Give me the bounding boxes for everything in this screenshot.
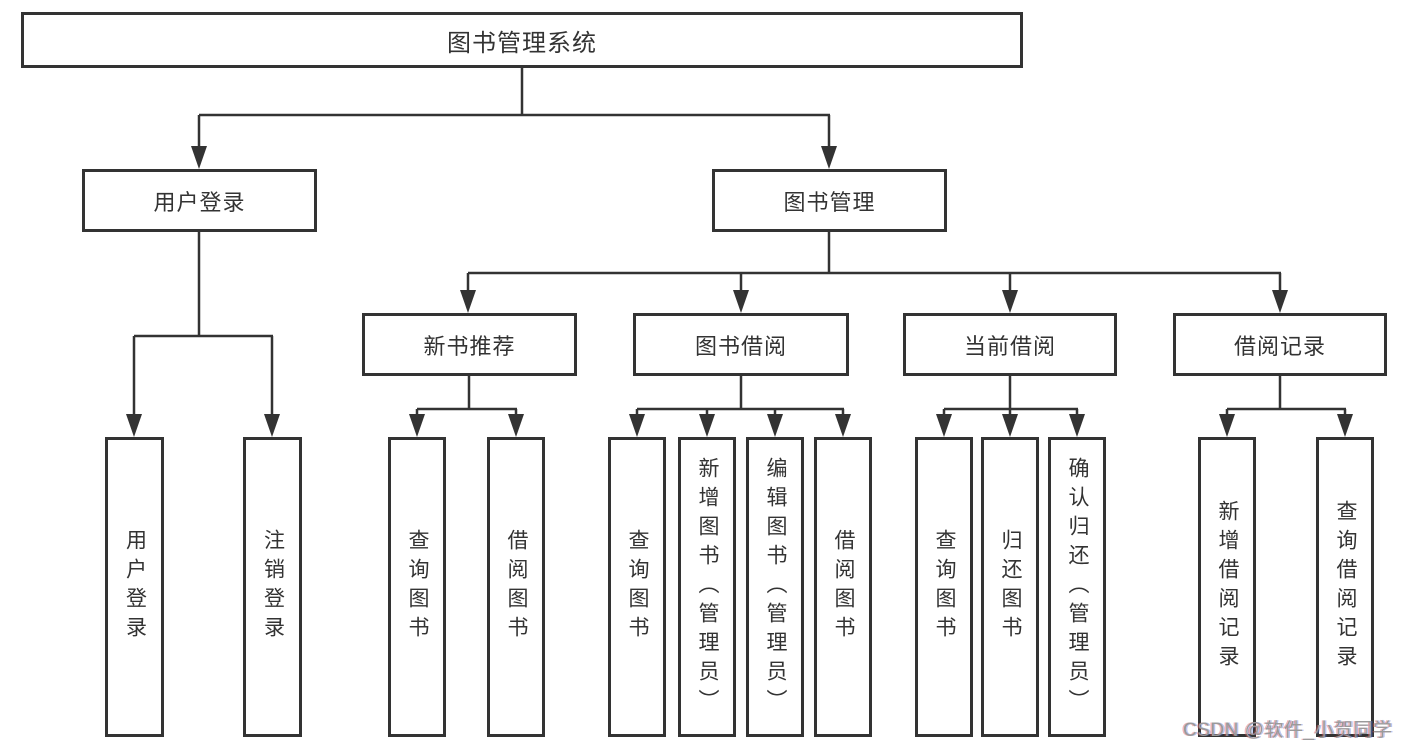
leaf-borrow-book-recommend: 借阅图书 [487,437,545,737]
leaf-label: 用户登录 [123,529,147,645]
node-book-management-label: 图书管理 [783,189,876,215]
node-book-borrow: 图书借阅 [633,313,849,376]
arrow-down-icon [1002,414,1018,437]
leaf-label: 新增图书（管理员） [696,456,719,718]
arrow-down-icon [936,414,952,437]
arrow-down-icon [1272,290,1288,313]
leaf-label: 借阅图书 [505,529,528,645]
leaf-label: 编辑图书（管理员） [764,456,787,718]
leaf-label: 归还图书 [999,529,1022,645]
leaf-label: 新增借阅记录 [1216,500,1239,674]
arrow-down-icon [821,146,837,169]
leaf-query-book-recommend: 查询图书 [388,437,446,737]
leaf-user-login: 用户登录 [105,437,164,737]
leaf-borrow-book: 借阅图书 [814,437,872,737]
leaf-logout: 注销登录 [243,437,302,737]
arrow-down-icon [126,414,142,437]
node-new-book-recommend: 新书推荐 [362,313,577,376]
arrowhead-icons [126,146,1353,437]
leaf-return-book: 归还图书 [981,437,1039,737]
node-user-login: 用户登录 [82,169,317,232]
leaf-label: 注销登录 [261,529,285,645]
arrow-down-icon [767,414,783,437]
node-borrow-record-label: 借阅记录 [1233,333,1326,359]
arrow-down-icon [409,414,425,437]
node-new-book-recommend-label: 新书推荐 [423,333,516,359]
leaf-label: 查询图书 [406,529,429,645]
arrow-down-icon [460,290,476,313]
node-borrow-record: 借阅记录 [1173,313,1387,376]
leaf-label: 查询图书 [933,529,956,645]
arrow-down-icon [629,414,645,437]
arrow-down-icon [508,414,524,437]
leaf-add-book-admin: 新增图书（管理员） [678,437,736,737]
arrow-down-icon [699,414,715,437]
arrow-down-icon [733,290,749,313]
node-root-label: 图书管理系统 [447,29,597,57]
arrow-down-icon [1069,414,1085,437]
arrow-down-icon [1219,414,1235,437]
arrow-down-icon [835,414,851,437]
leaf-label: 查询图书 [626,529,649,645]
csdn-watermark: CSDN @软件_小贺同学 [1183,720,1393,741]
node-root: 图书管理系统 [21,12,1023,68]
leaf-confirm-return-admin: 确认归还（管理员） [1048,437,1106,737]
leaf-add-borrow-record: 新增借阅记录 [1198,437,1256,737]
leaf-edit-book-admin: 编辑图书（管理员） [746,437,804,737]
arrow-down-icon [191,146,207,169]
node-current-borrow-label: 当前借阅 [963,333,1056,359]
node-book-borrow-label: 图书借阅 [694,333,787,359]
arrow-down-icon [264,414,280,437]
leaf-query-borrow-record: 查询借阅记录 [1316,437,1374,737]
leaf-query-book-current: 查询图书 [915,437,973,737]
arrow-down-icon [1002,290,1018,313]
leaf-label: 查询借阅记录 [1334,500,1357,674]
leaf-label: 借阅图书 [832,529,855,645]
arrow-down-icon [1337,414,1353,437]
node-user-login-label: 用户登录 [153,189,246,215]
leaf-label: 确认归还（管理员） [1066,456,1089,718]
node-current-borrow: 当前借阅 [903,313,1117,376]
leaf-query-book-borrow: 查询图书 [608,437,666,737]
node-book-management: 图书管理 [712,169,947,232]
